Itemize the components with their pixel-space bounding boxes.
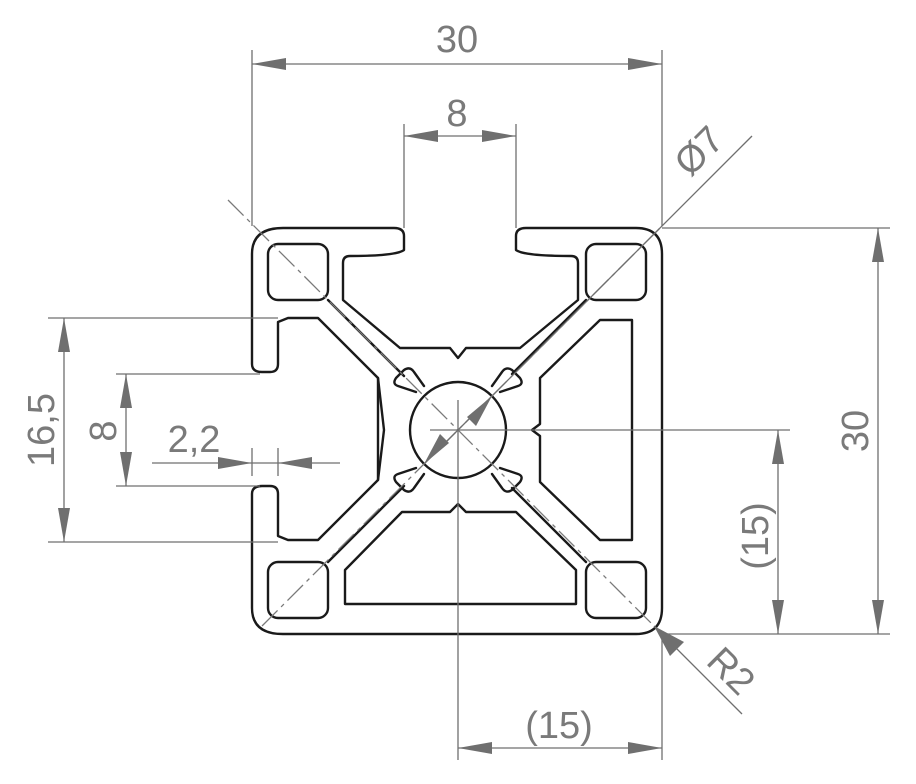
arrow-height-top [872,228,884,262]
arrow-wall-left [218,457,252,469]
dimension-labels: 30 8 Ø7 30 (15) (15) R2 16,5 8 2,2 [21,19,877,747]
arrow-side-slot-top [120,374,132,408]
dimension-lines [48,50,890,760]
web-tr-a [510,298,588,376]
arrow-wall-right [278,457,312,469]
label-half-height: (15) [735,502,777,570]
groove-bottom-left [393,466,426,493]
arrow-bore-b [467,396,492,426]
label-side-offset: 16,5 [21,393,63,467]
arrow-slot-right [482,130,516,142]
chamber-bottom [343,502,578,606]
label-width: 30 [436,19,478,61]
corner-pocket-bottom-left [266,560,330,620]
label-half-width: (15) [525,705,593,747]
label-radius: R2 [698,639,762,703]
arrow-bore-a [424,434,449,464]
web-br-a [510,486,588,564]
groove-bottom-right [490,466,523,493]
arrow-radius [654,626,684,656]
arrow-width-left [252,58,286,70]
profile-outline [250,226,664,636]
arrow-half-width-left [458,742,492,754]
arrow-half-height-bottom [772,600,784,634]
label-wall-thickness: 2,2 [168,419,221,461]
label-slot-width: 8 [446,93,467,135]
arrow-165-bottom [58,508,70,542]
label-side-slot: 8 [83,420,125,441]
groove-top-left [393,367,426,394]
groove-top-right [490,367,523,394]
chamber-left-web [376,376,386,482]
arrow-height-bottom [872,600,884,634]
label-height: 30 [835,410,877,452]
web-bl-a [326,484,406,564]
outer-contour [250,226,664,636]
corner-pocket-top-right [584,242,648,302]
corner-pocket-top-left [266,242,330,302]
arrow-slot-left [404,130,438,142]
arrow-half-width-right [628,742,662,754]
arrow-width-right [628,58,662,70]
arrow-half-height-top [772,430,784,464]
arrow-165-top [58,318,70,352]
arrow-side-slot-bottom [120,452,132,486]
diagonal-centerline-a [227,199,661,633]
corner-pocket-bottom-right [584,560,648,620]
label-bore: Ø7 [667,119,733,185]
